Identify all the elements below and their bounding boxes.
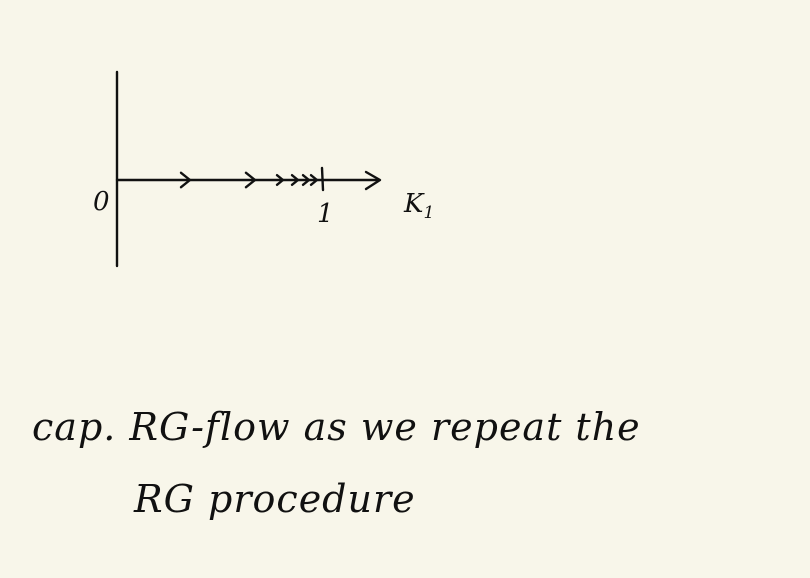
tick-label: 1 — [317, 199, 334, 229]
tick-mark-1 — [320, 166, 325, 192]
flow-arrowhead — [275, 174, 285, 186]
caption-line-1: cap. RG-flow as we repeat the — [32, 405, 641, 449]
flow-arrowhead — [244, 171, 257, 189]
flow-arrowhead — [309, 174, 319, 186]
flow-arrows — [179, 171, 319, 189]
flow-arrowhead — [290, 174, 300, 186]
axis-label-subscript: 1 — [423, 203, 434, 223]
flow-arrowhead — [301, 174, 311, 186]
axis-arrowhead — [364, 170, 382, 191]
origin-label: 0 — [93, 187, 110, 217]
caption-line-2: RG procedure — [133, 477, 416, 521]
axis-label: K1 — [403, 189, 434, 223]
axis-label-main: K — [403, 189, 425, 219]
flow-arrowhead — [179, 171, 192, 189]
